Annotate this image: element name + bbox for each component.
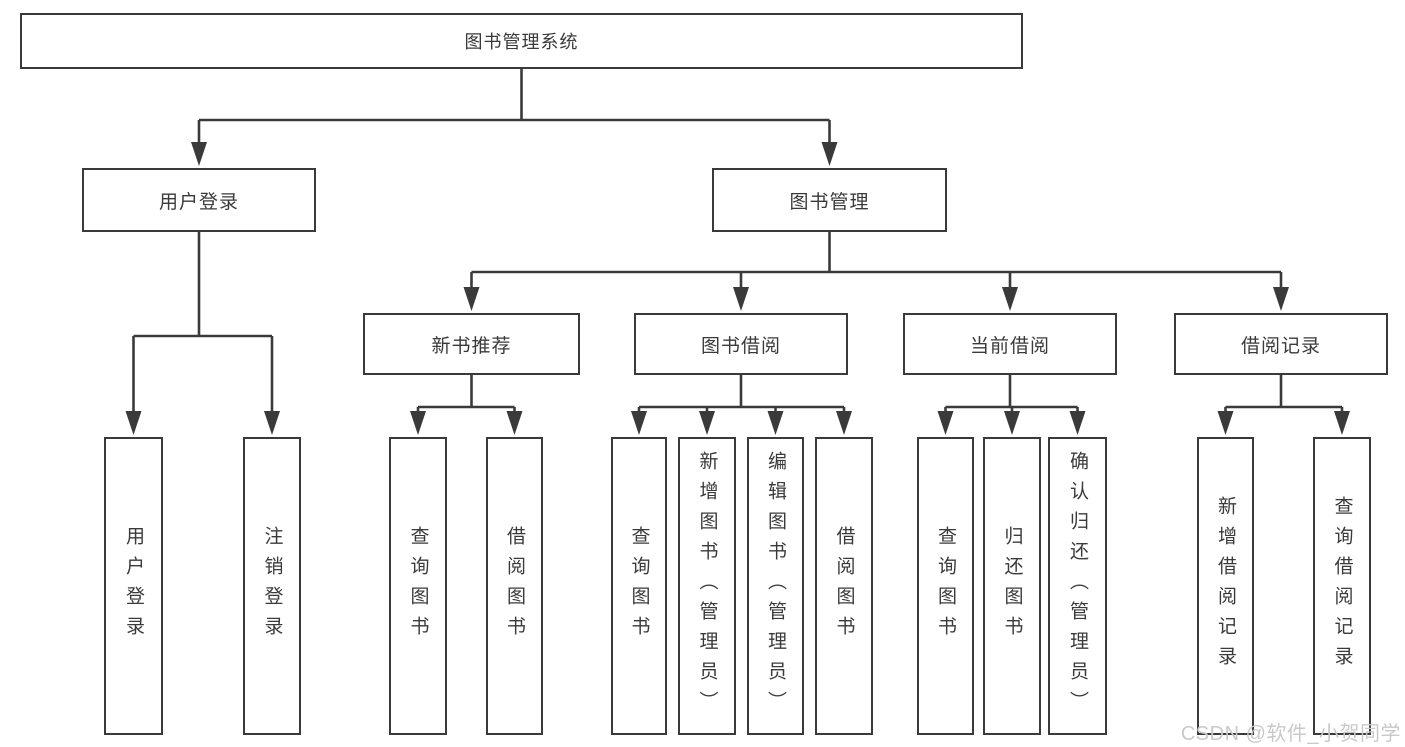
node-book-borrowing: 图书借阅 [634,313,848,375]
node-leaf-query-books-3: 查询图书 [917,437,974,735]
node-leaf-query-books-1: 查询图书 [389,437,447,735]
node-leaf-borrow-books-2: 借阅图书 [815,437,873,735]
node-leaf-edit-books-admin: 编辑图书（管理员） [747,437,804,735]
node-leaf-add-books-admin: 新增图书（管理员） [678,437,736,735]
node-user-login: 用户登录 [82,168,316,232]
node-new-book-recommendation: 新书推荐 [363,313,580,375]
node-leaf-return-books: 归还图书 [983,437,1041,735]
node-leaf-logout: 注销登录 [243,437,301,735]
node-leaf-add-borrow-record: 新增借阅记录 [1197,437,1254,735]
node-current-borrowing: 当前借阅 [903,313,1117,375]
node-leaf-query-books-2: 查询图书 [611,437,667,735]
node-leaf-user-login: 用户登录 [104,437,163,735]
node-leaf-query-borrow-record: 查询借阅记录 [1313,437,1371,735]
node-leaf-confirm-return-admin: 确认归还（管理员） [1048,437,1107,735]
node-borrowing-records: 借阅记录 [1174,313,1388,375]
csdn-watermark: CSDN @软件_小贺同学 [1180,723,1401,745]
node-book-management: 图书管理 [712,168,947,232]
node-library-management-system: 图书管理系统 [20,13,1023,69]
node-leaf-borrow-books-1: 借阅图书 [486,437,543,735]
